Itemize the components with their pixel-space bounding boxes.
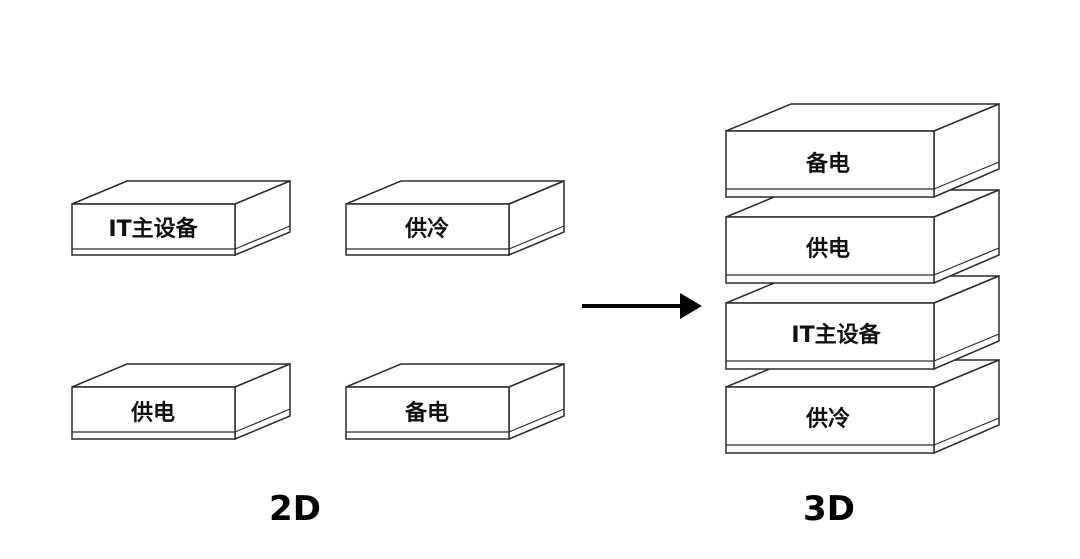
box-base-line-side xyxy=(933,247,1000,276)
box-label: IT主设备 xyxy=(791,322,881,348)
box-front-face xyxy=(71,386,236,440)
box-base-line-side xyxy=(508,225,565,250)
left-box-backup-power: 备电 xyxy=(345,362,565,441)
box-base-line-side xyxy=(234,408,291,433)
left-box-power-supply: 供电 xyxy=(71,362,291,441)
box-label: 供电 xyxy=(805,236,850,262)
left-box-cooling: 供冷 xyxy=(345,179,565,257)
box-label: 备电 xyxy=(805,151,850,177)
stack-box-cooling: 供冷 xyxy=(725,358,1000,455)
left-box-it-equipment: IT主设备 xyxy=(71,179,291,257)
left-group: IT主设备 供冷 供电 xyxy=(71,179,565,529)
box-base-line-side xyxy=(933,333,1000,362)
box-front-face xyxy=(345,203,510,256)
right-stack: 供冷 IT主设备 供电 xyxy=(725,102,1000,529)
caption-3d: 3D xyxy=(803,489,855,529)
arrow-head xyxy=(680,293,702,319)
box-base-line-side xyxy=(933,161,1000,190)
box-front-face xyxy=(725,386,935,454)
box-front-face xyxy=(71,203,236,256)
box-label: 供冷 xyxy=(404,216,449,242)
box-front-face xyxy=(345,386,510,440)
box-label: 备电 xyxy=(404,400,449,426)
transform-arrow xyxy=(582,293,702,319)
box-label: IT主设备 xyxy=(108,216,198,242)
box-front-face xyxy=(725,130,935,198)
box-front-face xyxy=(725,302,935,370)
stack-box-backup-power: 备电 xyxy=(725,102,1000,199)
box-base-line-side xyxy=(234,225,291,250)
box-base-line-side xyxy=(933,417,1000,446)
stack-box-power-supply: 供电 xyxy=(725,188,1000,285)
stack-box-it-equipment: IT主设备 xyxy=(725,274,1000,371)
caption-2d: 2D xyxy=(269,489,321,529)
box-base-line-side xyxy=(508,408,565,433)
box-front-face xyxy=(725,216,935,284)
box-label: 供冷 xyxy=(805,406,850,432)
box-label: 供电 xyxy=(130,400,175,426)
